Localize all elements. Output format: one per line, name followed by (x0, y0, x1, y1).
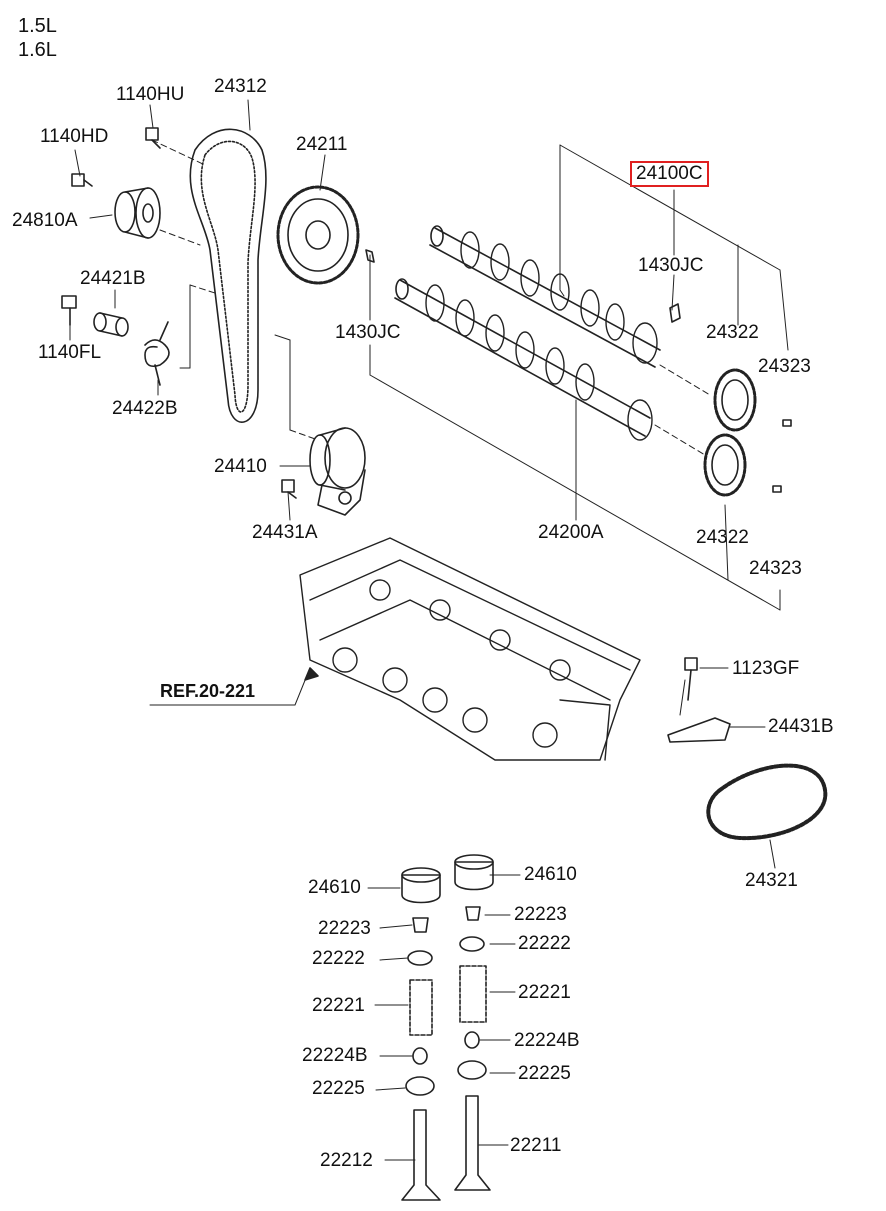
part-label-24322-upper: 24322 (706, 322, 759, 343)
belt-tensioner (309, 427, 366, 516)
part-label-1140hu: 1140HU (116, 84, 185, 105)
cam-pulley (276, 185, 360, 285)
pin-1430jc-upper (669, 303, 681, 323)
ref-arrow (304, 667, 319, 681)
sleeve-24421b (93, 312, 129, 337)
bolt-1140hu (145, 127, 161, 149)
part-label-22221-right: 22221 (518, 982, 571, 1003)
part-label-24211: 24211 (296, 134, 348, 155)
part-label-22224b-left: 22224B (302, 1045, 368, 1066)
part-label-24312: 24312 (214, 76, 267, 97)
part-label-22212: 22212 (320, 1150, 373, 1171)
part-label-22223-left: 22223 (318, 918, 371, 939)
part-label-24610-right: 24610 (524, 864, 577, 885)
part-label-1430jc-lower: 1430JC (335, 322, 401, 343)
part-label-22222-left: 22222 (312, 948, 365, 969)
part-label-24610-left: 24610 (308, 877, 361, 898)
part-label-1140hd: 1140HD (40, 126, 109, 147)
part-label-24422b: 24422B (112, 398, 178, 419)
cam-sprocket-upper (713, 368, 757, 432)
cam-sprocket-lower (703, 433, 747, 497)
part-label-24410: 24410 (214, 456, 267, 477)
bolt-1123gf (684, 657, 698, 701)
engine-variant-1-6l: 1.6L (18, 39, 57, 61)
tensioner-spring (144, 321, 170, 386)
part-label-24100c-highlighted[interactable]: 24100C (630, 161, 709, 187)
bolt-1140fl (61, 295, 77, 326)
valve-train-left (401, 867, 441, 1201)
ref-label-20-221[interactable]: REF.20-221 (160, 681, 256, 701)
bolt-1140hd (71, 173, 93, 187)
part-label-22224b-right: 22224B (514, 1030, 580, 1051)
part-label-22225-right: 22225 (518, 1063, 571, 1084)
part-label-24323-lower: 24323 (749, 558, 802, 579)
timing-chain (706, 763, 828, 841)
part-label-1140fl: 1140FL (38, 342, 102, 363)
part-label-22211: 22211 (510, 1135, 562, 1156)
part-label-22221-left: 22221 (312, 995, 365, 1016)
part-label-24321: 24321 (745, 870, 798, 891)
pin-1430jc-lower (365, 249, 375, 263)
camshaft-24200a (394, 278, 653, 441)
part-label-22223-right: 22223 (514, 904, 567, 925)
part-label-1430jc-upper: 1430JC (638, 255, 704, 276)
camshaft-24100c (429, 225, 661, 368)
timing-belt (189, 128, 267, 423)
part-label-24421b: 24421B (80, 268, 146, 289)
part-label-22222-right: 22222 (518, 933, 571, 954)
valve-train-right (454, 854, 494, 1191)
cylinder-head (299, 537, 641, 761)
part-label-24810a: 24810A (12, 210, 78, 231)
chain-guide (667, 717, 731, 743)
idler-pulley (114, 187, 161, 239)
part-label-24323-upper: 24323 (758, 356, 811, 377)
engine-variant-1-5l: 1.5L (18, 15, 57, 37)
key-24323-upper (782, 419, 792, 427)
part-label-22225-left: 22225 (312, 1078, 365, 1099)
key-24323-lower (772, 485, 782, 493)
part-label-24431a: 24431A (252, 522, 318, 543)
bolt-24431a (281, 479, 297, 499)
part-label-24431b: 24431B (768, 716, 834, 737)
part-label-1123gf: 1123GF (732, 658, 800, 679)
part-label-24200a: 24200A (538, 522, 604, 543)
part-label-24322-lower: 24322 (696, 527, 749, 548)
